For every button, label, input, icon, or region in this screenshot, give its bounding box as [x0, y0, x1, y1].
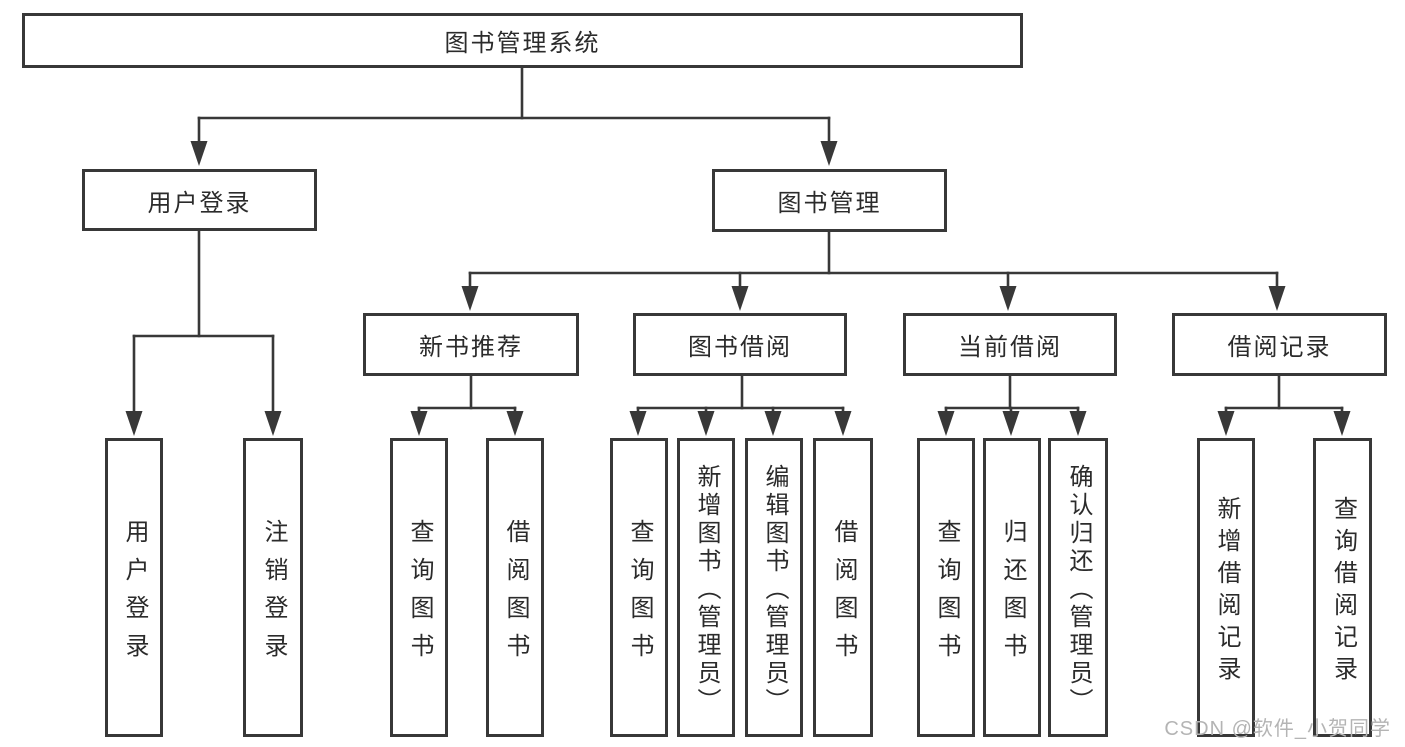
leaf-query-books-current-label: 查询图书 [933, 518, 960, 671]
node-book-borrow: 图书借阅 [633, 313, 847, 376]
leaf-edit-books-admin-label: 编辑图书（管理员） [761, 463, 788, 716]
node-current-borrow-label: 当前借阅 [958, 334, 1062, 361]
leaf-query-borrow-record-label: 查询借阅记录 [1329, 495, 1357, 688]
leaf-return-books-label: 归还图书 [999, 518, 1026, 671]
leaf-query-books-current: 查询图书 [917, 438, 975, 737]
node-new-book-recommend-label: 新书推荐 [419, 334, 523, 361]
leaf-query-books-recommend: 查询图书 [390, 438, 448, 737]
node-book-management-label: 图书管理 [777, 190, 882, 217]
node-root: 图书管理系统 [22, 13, 1023, 68]
node-borrow-records-label: 借阅记录 [1227, 334, 1332, 361]
csdn-watermark: CSDN @软件_小贺同学 [1164, 718, 1391, 740]
node-user-login: 用户登录 [82, 169, 317, 231]
arrowhead-group [125, 141, 1351, 436]
leaf-query-books-recommend-label: 查询图书 [406, 518, 433, 671]
leaf-return-books: 归还图书 [983, 438, 1041, 737]
node-book-borrow-label: 图书借阅 [688, 334, 792, 361]
leaf-borrow-books: 借阅图书 [813, 438, 873, 737]
node-user-login-label: 用户登录 [147, 189, 252, 217]
node-root-label: 图书管理系统 [444, 30, 601, 57]
leaf-query-books-borrow: 查询图书 [610, 438, 668, 737]
leaf-confirm-return-admin-label: 确认归还（管理员） [1065, 463, 1092, 716]
leaf-confirm-return-admin: 确认归还（管理员） [1048, 438, 1108, 737]
leaf-borrow-books-recommend-label: 借阅图书 [502, 518, 529, 671]
node-current-borrow: 当前借阅 [903, 313, 1117, 376]
leaf-borrow-books-label: 借阅图书 [830, 518, 857, 671]
node-borrow-records: 借阅记录 [1172, 313, 1387, 376]
leaf-add-borrow-record-label: 新增借阅记录 [1213, 495, 1240, 688]
node-book-management: 图书管理 [712, 169, 947, 232]
leaf-query-borrow-record: 查询借阅记录 [1313, 438, 1372, 737]
leaf-add-borrow-record: 新增借阅记录 [1197, 438, 1255, 737]
leaf-borrow-books-recommend: 借阅图书 [486, 438, 544, 737]
leaf-edit-books-admin: 编辑图书（管理员） [745, 438, 803, 737]
leaf-query-books-borrow-label: 查询图书 [626, 518, 653, 671]
leaf-logout-label: 注销登录 [260, 518, 287, 671]
leaf-logout: 注销登录 [243, 438, 303, 737]
leaf-user-login-label: 用户登录 [121, 518, 148, 671]
node-new-book-recommend: 新书推荐 [363, 313, 579, 376]
leaf-user-login: 用户登录 [105, 438, 163, 737]
leaf-add-books-admin: 新增图书（管理员） [677, 438, 735, 737]
leaf-add-books-admin-label: 新增图书（管理员） [693, 463, 720, 716]
